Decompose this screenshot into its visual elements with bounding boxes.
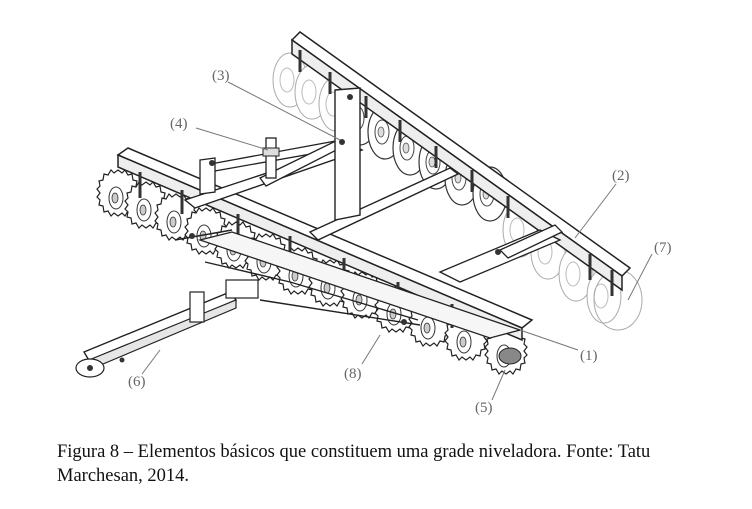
- callout-7: (7): [654, 240, 672, 256]
- harrow-drawing: (1) (2) (3) (4) (5) (6) (7) (8): [75, 31, 672, 416]
- harrow-diagram: (1) (2) (3) (4) (5) (6) (7) (8): [75, 31, 672, 416]
- callout-5: (5): [475, 400, 493, 416]
- main-frame: [174, 87, 564, 339]
- figure-caption: Figura 8 – Elementos básicos que constit…: [57, 440, 747, 488]
- callout-8: (8): [344, 366, 362, 382]
- upper-mast: [262, 137, 280, 179]
- callout-1: (1): [580, 348, 598, 364]
- rear-gang-bar: [290, 31, 632, 296]
- leader-lines: [141, 81, 653, 401]
- callout-3: (3): [212, 68, 230, 84]
- caption-line-2: Marchesan, 2014.: [57, 466, 190, 486]
- callout-2: (2): [612, 168, 630, 184]
- callout-4: (4): [170, 116, 188, 132]
- caption-line-1: Figura 8 – Elementos básicos que constit…: [57, 442, 651, 462]
- drawbar: [75, 279, 259, 378]
- front-disc-gang: [96, 169, 528, 375]
- callout-6: (6): [128, 374, 146, 390]
